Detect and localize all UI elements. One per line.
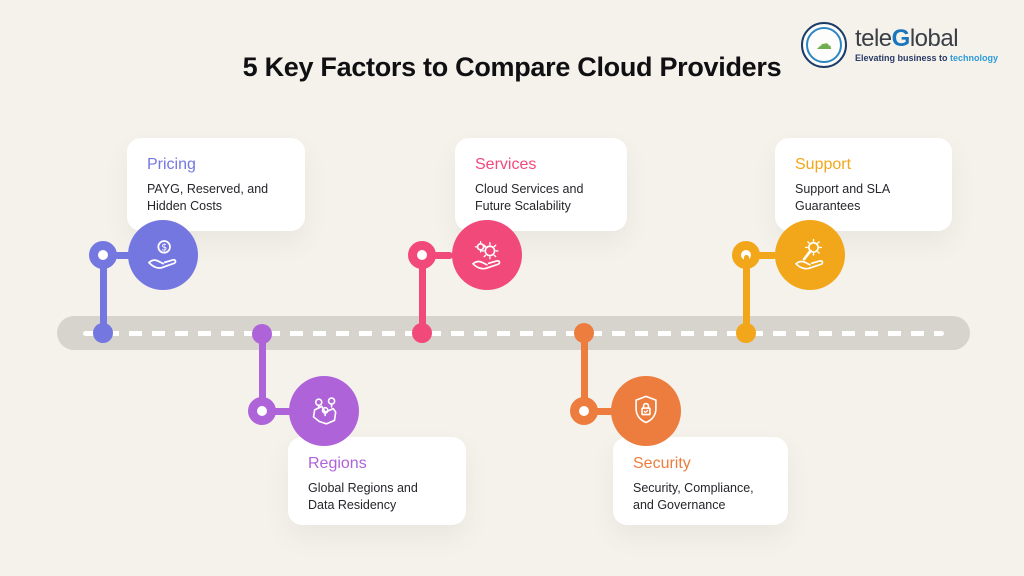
logo-name-accent: G — [891, 25, 911, 52]
services-stem — [419, 262, 426, 334]
support-road-dot — [736, 323, 756, 343]
pricing-connector-dot — [89, 241, 117, 269]
pricing-stem — [100, 262, 107, 334]
services-card-title: Services — [475, 156, 537, 173]
support-card-title: Support — [795, 156, 852, 173]
pricing-road-dot — [93, 323, 113, 343]
road-dashed-line — [83, 330, 944, 336]
support-circle — [775, 220, 845, 290]
services-card-description: Cloud Services and Future Scalability — [475, 182, 584, 213]
logo-text: teleGlobal Elevating business to technol… — [855, 27, 998, 64]
hand-gears-icon — [472, 241, 501, 270]
hand-dollar-icon: $ — [148, 240, 177, 269]
pricing-connector — [114, 252, 132, 259]
security-card: Security Security, Compliance, and Gover… — [613, 437, 788, 525]
pricing-card-title: Pricing — [147, 156, 196, 173]
services-circle — [452, 220, 522, 290]
security-connector-dot — [570, 397, 598, 425]
teleglobal-logo: ☁ teleGlobal Elevating business to techn… — [800, 22, 998, 68]
services-connector — [433, 252, 453, 259]
security-connector — [594, 408, 614, 415]
pricing-card-description: PAYG, Reserved, and Hidden Costs — [147, 182, 269, 213]
teleglobal-logo-icon: ☁ — [800, 22, 847, 68]
house-icon — [744, 255, 749, 260]
regions-card-title: Regions — [308, 455, 367, 472]
support-stem — [743, 262, 750, 334]
regions-card-description: Global Regions and Data Residency — [308, 481, 418, 512]
logo-tagline-prefix: Elevating business to — [854, 53, 950, 63]
security-road-dot — [574, 323, 594, 343]
pricing-circle: $ — [128, 220, 198, 290]
regions-stem — [259, 336, 266, 406]
logo-name-prefix: tele — [854, 25, 892, 52]
svg-text:$: $ — [161, 242, 167, 253]
timeline-road — [57, 316, 970, 350]
shield-lock-icon — [635, 395, 657, 424]
security-card-description: Security, Compliance, and Governance — [633, 481, 754, 512]
security-card-title: Security — [633, 455, 691, 472]
support-card-description: Support and SLA Guarantees — [795, 182, 890, 213]
services-connector-dot — [408, 241, 436, 269]
logo-name-suffix: lobal — [909, 25, 959, 52]
page-title: 5 Key Factors to Compare Cloud Providers — [242, 52, 782, 82]
services-card: Services Cloud Services and Future Scala… — [455, 138, 627, 231]
security-circle — [611, 376, 681, 446]
services-road-dot — [412, 323, 432, 343]
regions-card: Regions Global Regions and Data Residenc… — [288, 437, 466, 525]
regions-circle — [289, 376, 359, 446]
logo-tagline: Elevating business to technology — [855, 53, 998, 63]
regions-connector — [272, 408, 292, 415]
support-card: Support Support and SLA Guarantees — [775, 138, 952, 231]
logo-tagline-accent: technology — [949, 53, 998, 63]
map-pins-icon — [312, 397, 337, 425]
logo-name: teleGlobal — [855, 27, 998, 51]
hand-support-icon — [795, 238, 824, 270]
regions-road-dot — [252, 324, 272, 344]
security-stem — [581, 336, 588, 406]
regions-connector-dot — [248, 397, 276, 425]
pricing-card: Pricing PAYG, Reserved, and Hidden Costs — [127, 138, 305, 231]
support-connector-dot — [732, 241, 760, 269]
support-connector — [757, 252, 777, 259]
cloud-icon: ☁ — [805, 27, 842, 63]
